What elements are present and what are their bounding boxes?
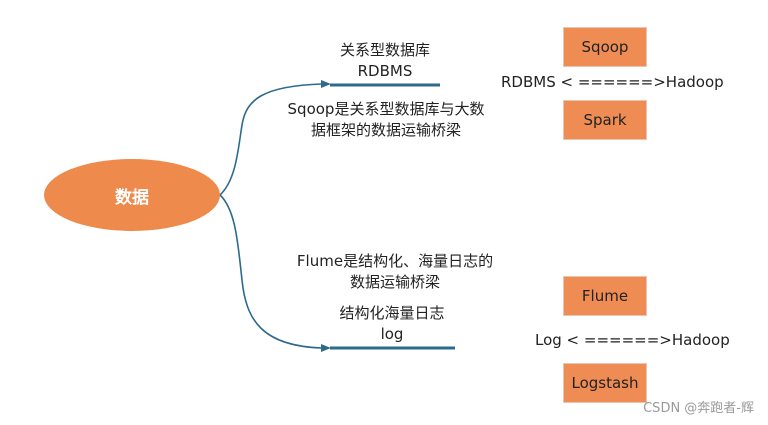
connector-bottom: [219, 194, 323, 349]
branch-top-label-line2: RDBMS: [357, 62, 413, 80]
branch-top-desc-line1: Sqoop是关系型数据库与大数: [287, 100, 485, 118]
flow-log-hadoop: Log < ======>Hadoop: [535, 331, 730, 349]
branch-bottom-label: 结构化海量日志 log: [322, 303, 462, 345]
tool-box-spark-label: Spark: [583, 111, 627, 129]
branch-top-desc-line2: 据框架的数据运输桥梁: [310, 121, 461, 139]
connector-top: [219, 83, 323, 196]
flow-rdbms-hadoop: RDBMS < ======>Hadoop: [501, 73, 724, 91]
tool-box-flume-label: Flume: [581, 287, 629, 305]
branch-bottom-label-line2: log: [380, 325, 404, 343]
arrowhead-bottom: [321, 344, 331, 352]
branch-bottom-description: Flume是结构化、海量日志的 数据运输桥梁: [275, 251, 515, 293]
root-node-data: 数据: [44, 159, 220, 231]
branch-bottom-desc-line1: Flume是结构化、海量日志的: [296, 252, 494, 270]
tool-box-logstash: Logstash: [563, 363, 647, 403]
branch-top-label-line1: 关系型数据库: [339, 41, 430, 59]
branch-bottom-desc-line2: 数据运输桥梁: [349, 273, 440, 291]
watermark: CSDN @奔跑者-辉: [643, 401, 754, 416]
tool-box-sqoop: Sqoop: [563, 27, 647, 67]
branch-top-label: 关系型数据库 RDBMS: [315, 40, 455, 82]
tool-box-sqoop-label: Sqoop: [581, 38, 629, 56]
tool-box-logstash-label: Logstash: [571, 374, 639, 392]
root-node-label: 数据: [115, 187, 149, 208]
branch-top-description: Sqoop是关系型数据库与大数 据框架的数据运输桥梁: [266, 99, 506, 141]
branch-bottom-label-line1: 结构化海量日志: [339, 304, 445, 322]
arrowhead-top: [321, 80, 331, 88]
tool-box-spark: Spark: [563, 100, 647, 140]
tool-box-flume: Flume: [563, 276, 647, 316]
